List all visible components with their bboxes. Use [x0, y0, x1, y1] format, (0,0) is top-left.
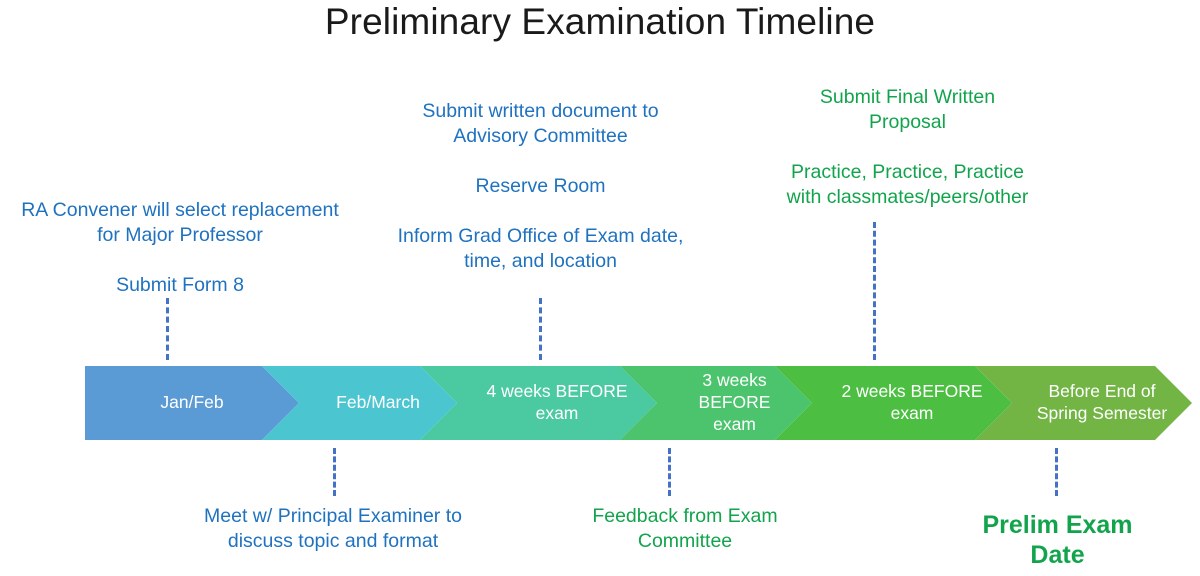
timeline-segment-label: Jan/Feb: [160, 392, 223, 412]
connector-line-jan-feb: [166, 298, 169, 360]
annotation-prelim-exam-date: Prelim Exam Date: [982, 511, 1133, 569]
annotation-jan-feb-tasks: RA Convener will select replacement for …: [21, 199, 339, 296]
connector-line-three-weeks: [668, 448, 671, 496]
connector-line-prelim-exam-date: [1055, 448, 1058, 496]
timeline-segment[interactable]: [775, 366, 1012, 440]
annotation-four-weeks-tasks: Submit written document to Advisory Comm…: [397, 100, 684, 272]
connector-line-four-weeks: [539, 298, 542, 360]
connector-line-feb-march: [333, 448, 336, 496]
timeline-segment[interactable]: [420, 366, 657, 440]
timeline-segment[interactable]: [262, 366, 457, 440]
annotation-two-weeks-tasks: Submit Final Written Proposal Practice, …: [786, 86, 1029, 208]
timeline-segment[interactable]: [975, 366, 1192, 440]
timeline-segment[interactable]: [85, 366, 299, 440]
page-title: Preliminary Examination Timeline: [324, 1, 876, 42]
timeline-segment-label: Feb/March: [336, 392, 420, 412]
annotation-three-weeks-task: Feedback from Exam Committee: [592, 505, 778, 552]
timeline-segment[interactable]: [620, 366, 812, 440]
connector-line-two-weeks: [873, 222, 876, 360]
annotation-feb-march-task: Meet w/ Principal Examiner to discuss to…: [204, 505, 462, 552]
